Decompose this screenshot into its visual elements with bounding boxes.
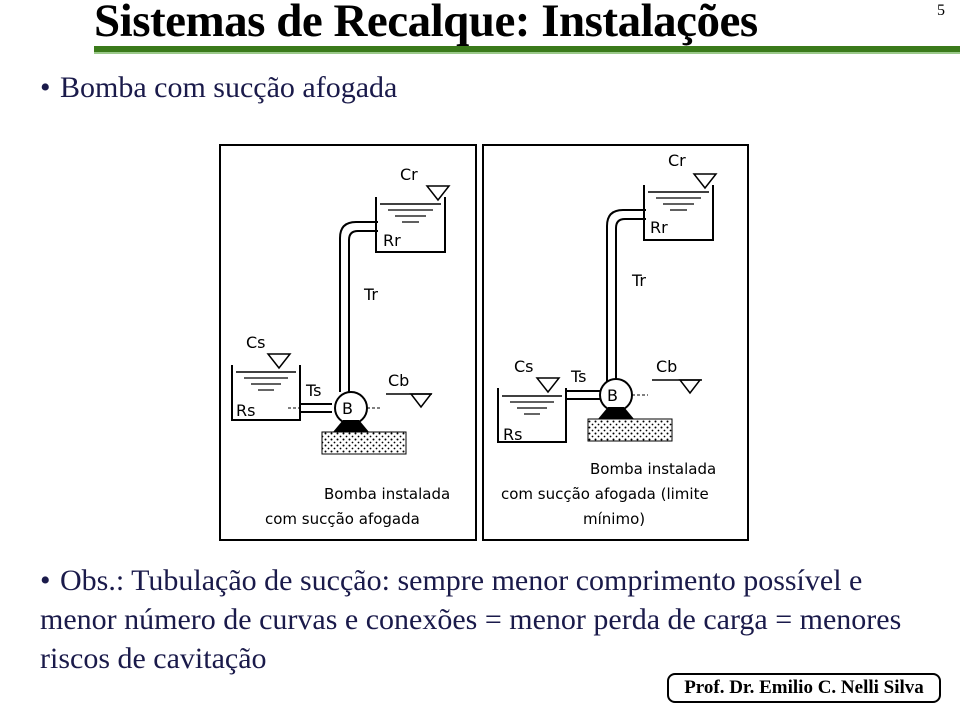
page-number: 5 <box>937 2 945 19</box>
diagram-right: Cr Rr Tr Cs Rs Ts B <box>482 144 749 541</box>
title-rule <box>94 46 960 52</box>
label-b: B <box>342 399 353 418</box>
caption-line-2: com sucção afogada (limite <box>501 485 709 503</box>
caption-line-2: com sucção afogada <box>265 510 420 528</box>
level-triangle-icon <box>409 393 433 409</box>
bullet-dot: • <box>40 564 51 597</box>
diagram-right-frame <box>482 144 749 541</box>
bullet-observation: •Obs.: Tubulação de sucção: sempre menor… <box>40 561 940 678</box>
label-rs: Rs <box>236 401 255 420</box>
label-b: B <box>607 386 618 405</box>
diagram-left-frame <box>219 144 477 541</box>
label-ts: Ts <box>305 381 321 400</box>
discharge-pipe <box>606 209 646 382</box>
slide-title: Sistemas de Recalque: Instalações <box>94 0 758 47</box>
upper-reservoir <box>643 173 718 241</box>
level-triangle-icon <box>425 185 451 202</box>
author-footer: Prof. Dr. Emilio C. Nelli Silva <box>667 673 941 703</box>
label-cb: Cb <box>656 357 677 376</box>
label-rs: Rs <box>503 425 522 444</box>
label-rr: Rr <box>383 231 401 250</box>
level-triangle-icon <box>266 353 292 370</box>
title-rule-light <box>94 52 960 54</box>
level-triangle-icon <box>535 377 561 394</box>
suction-pipe <box>288 403 332 413</box>
suction-pipe <box>566 390 600 400</box>
label-rr: Rr <box>650 218 668 237</box>
lower-reservoir <box>231 353 301 421</box>
label-cr: Cr <box>400 165 418 184</box>
pump <box>598 378 634 419</box>
bullet-text: Obs.: Tubulação de sucção: sempre menor … <box>40 564 902 675</box>
level-triangle-icon <box>678 379 702 395</box>
pump-level-marker <box>652 379 702 395</box>
level-triangle-icon <box>692 173 718 190</box>
ground <box>587 418 673 442</box>
label-tr: Tr <box>631 271 646 290</box>
ground <box>321 431 407 455</box>
label-cb: Cb <box>388 371 409 390</box>
label-ts: Ts <box>570 367 586 386</box>
label-tr: Tr <box>363 285 378 304</box>
label-cr: Cr <box>668 151 686 170</box>
caption-line-1: Bomba instalada <box>324 485 450 503</box>
caption-line-3: mínimo) <box>583 510 645 528</box>
diagram-left: Cr Rr Tr Cs Rs Ts B <box>219 144 477 541</box>
bullet-main: • Bomba com sucção afogada <box>40 71 397 105</box>
discharge-pipe <box>339 221 378 392</box>
bullet-text: Bomba com sucção afogada <box>60 71 398 104</box>
lower-reservoir <box>497 377 567 443</box>
label-cs: Cs <box>514 357 534 376</box>
pump-level-marker <box>386 393 433 409</box>
bullet-dot: • <box>40 71 51 104</box>
label-cs: Cs <box>246 333 266 352</box>
upper-reservoir <box>375 185 451 253</box>
caption-line-1: Bomba instalada <box>590 460 716 478</box>
